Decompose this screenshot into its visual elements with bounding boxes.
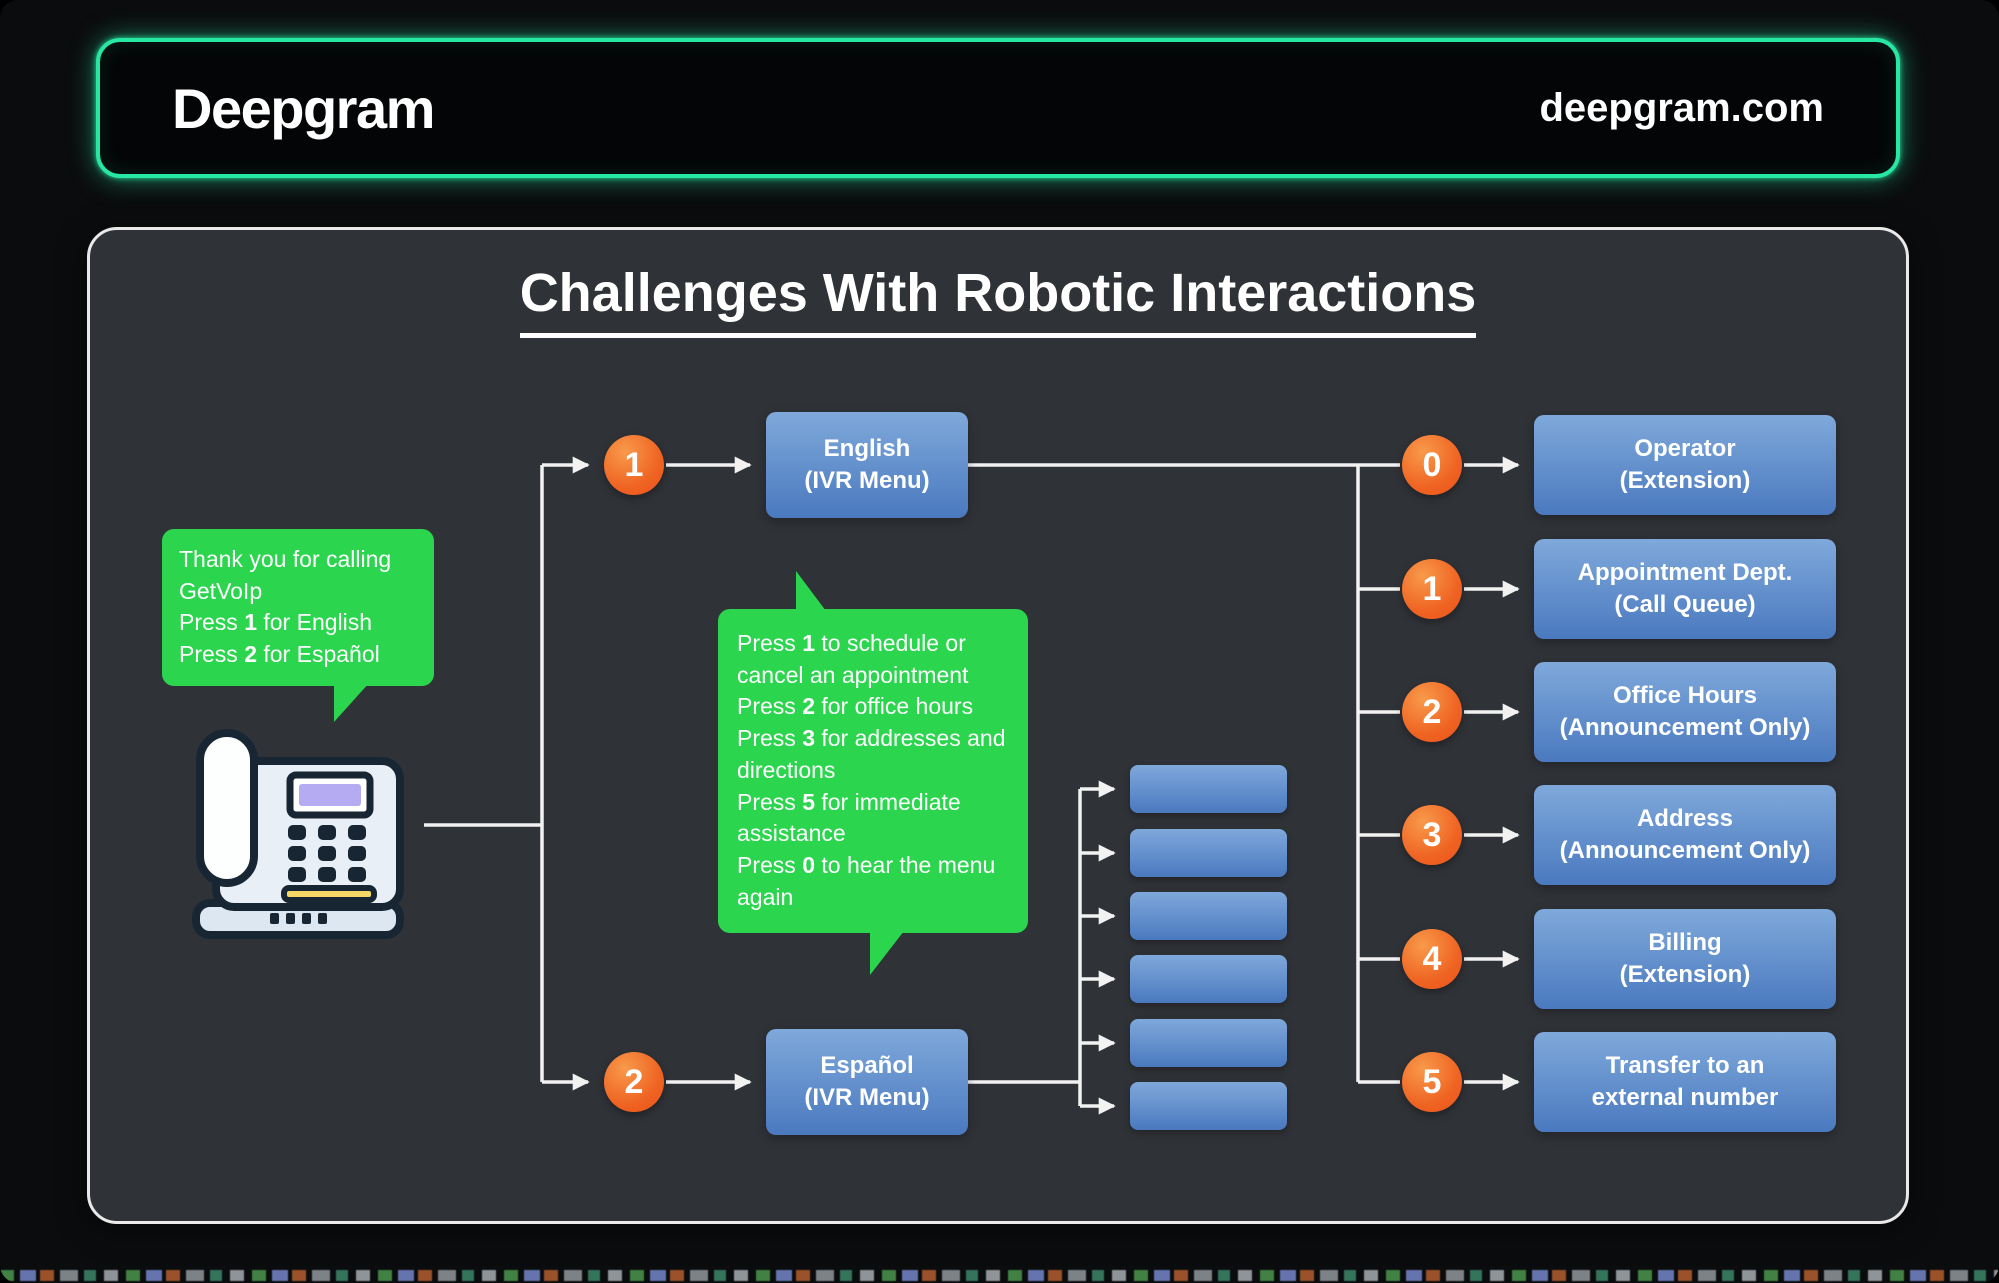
deepgram-logo: Deepgram <box>172 76 435 140</box>
diagram-title-text: Challenges With Robotic Interactions <box>519 263 1477 338</box>
box-line2: (Call Queue) <box>1614 591 1756 618</box>
greeting-line: Press 1 for English <box>179 609 373 636</box>
menu-key-circle-0: 0 <box>1402 435 1462 495</box>
box-line2: external number <box>1591 1084 1779 1111</box>
phone-icon <box>192 729 404 939</box>
destination-box-billing: Billing (Extension) <box>1534 909 1836 1009</box>
key-circle-1: 1 <box>604 435 664 495</box>
greeting-line: GetVoIp <box>179 577 263 604</box>
ivr-menu-bubble: Press 1 to schedule or cancel an appoint… <box>718 571 1028 975</box>
destination-box-address: Address (Announcement Only) <box>1534 785 1836 885</box>
code-ticker-strip <box>0 1270 1999 1281</box>
bubble-tail-icon <box>334 681 370 722</box>
menu-line: Press 1 to schedule or cancel an appoint… <box>737 630 969 688</box>
english-ivr-box: English (IVR Menu) <box>766 412 968 518</box>
menu-key-circle-5: 5 <box>1402 1052 1462 1112</box>
box-line2: (Announcement Only) <box>1559 714 1811 741</box>
menu-line: Press 3 for addresses and directions <box>737 725 1006 783</box>
menu-line: Press 0 to hear the menu again <box>737 852 996 910</box>
submenu-placeholder-box <box>1130 1082 1287 1130</box>
box-line1: Billing <box>1648 928 1722 956</box>
box-line1: Appointment Dept. <box>1577 558 1793 586</box>
box-line2: (Announcement Only) <box>1559 837 1811 864</box>
greeting-line: Thank you for calling <box>179 546 392 572</box>
box-line2: (Extension) <box>1619 961 1751 988</box>
menu-key-circle-2: 2 <box>1402 682 1462 742</box>
diagram-title: Challenges With Robotic Interactions <box>87 262 1909 338</box>
destination-box-office-hours: Office Hours (Announcement Only) <box>1534 662 1836 762</box>
bubble-tail-icon <box>796 571 826 611</box>
destination-box-operator: Operator (Extension) <box>1534 415 1836 515</box>
connector-group <box>424 456 1520 1115</box>
menu-key-circle-1: 1 <box>1402 559 1462 619</box>
box-line2: (IVR Menu) <box>804 467 930 494</box>
box-line1: Español <box>820 1051 914 1079</box>
box-line2: (IVR Menu) <box>804 1084 930 1111</box>
submenu-placeholder-box <box>1130 955 1287 1003</box>
submenu-placeholder-box <box>1130 1019 1287 1067</box>
site-url: deepgram.com <box>1539 85 1824 130</box>
box-line1: English <box>823 434 911 462</box>
bubble-tail-icon <box>870 930 904 975</box>
menu-line: Press 2 for office hours <box>737 693 974 720</box>
box-line1: Transfer to an <box>1605 1051 1765 1079</box>
menu-key-circle-4: 4 <box>1402 929 1462 989</box>
espanol-ivr-box: Español (IVR Menu) <box>766 1029 968 1135</box>
box-line1: Office Hours <box>1612 681 1758 709</box>
destination-box-transfer: Transfer to an external number <box>1534 1032 1836 1132</box>
submenu-placeholder-box <box>1130 829 1287 877</box>
submenu-placeholder-box <box>1130 765 1287 813</box>
box-line2: (Extension) <box>1619 467 1751 494</box>
submenu-placeholder-box <box>1130 892 1287 940</box>
box-line1: Address <box>1636 804 1734 832</box>
box-line1: Operator <box>1634 434 1736 462</box>
header-bar: Deepgram deepgram.com <box>96 38 1900 178</box>
greeting-line: Press 2 for Español <box>179 641 380 668</box>
menu-key-circle-3: 3 <box>1402 805 1462 865</box>
menu-line: Press 5 for immediate assistance <box>737 788 961 847</box>
key-circle-2: 2 <box>604 1052 664 1112</box>
greeting-bubble: Thank you for calling GetVoIp Press 1 fo… <box>162 529 434 722</box>
destination-box-appointment: Appointment Dept. (Call Queue) <box>1534 539 1836 639</box>
